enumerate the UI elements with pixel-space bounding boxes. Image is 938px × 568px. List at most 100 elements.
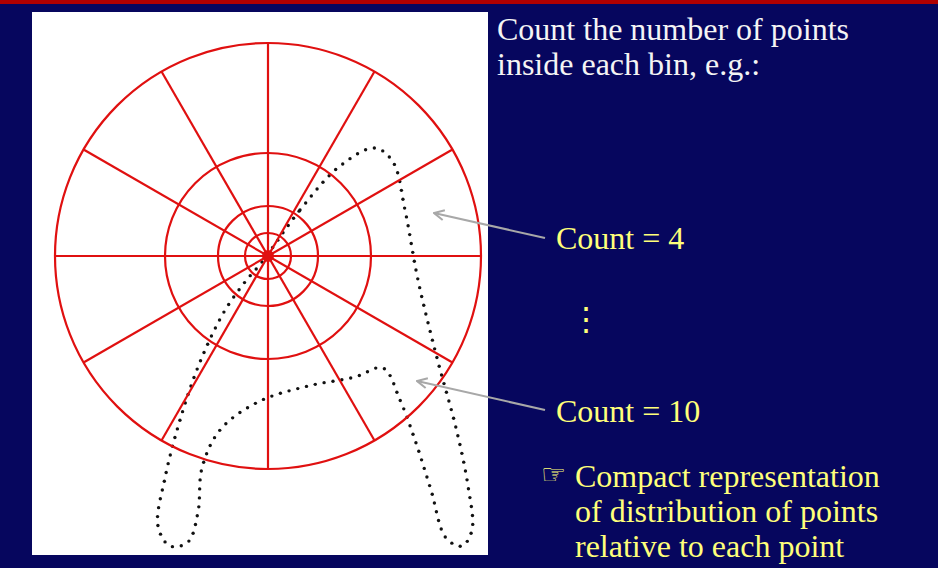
sample-point: [410, 242, 413, 245]
sample-point: [405, 215, 408, 218]
sample-point: [237, 288, 240, 291]
sample-point: [424, 312, 427, 315]
sample-point: [292, 217, 295, 220]
sample-point: [297, 209, 300, 212]
sample-point: [192, 376, 195, 379]
sample-point: [469, 532, 472, 535]
sample-point: [224, 422, 227, 425]
sample-point: [191, 532, 194, 535]
sample-point: [198, 478, 201, 481]
bin-spoke: [162, 72, 375, 441]
sample-point: [440, 527, 443, 530]
sample-point: [366, 370, 369, 373]
sample-point: [364, 148, 367, 151]
sample-point: [331, 379, 334, 382]
sample-point: [206, 343, 209, 346]
sample-point: [388, 374, 391, 377]
sample-point: [464, 469, 467, 472]
sample-point: [428, 330, 431, 333]
sample-point: [243, 281, 246, 284]
ellipsis: ⋮: [570, 302, 610, 337]
sample-point: [254, 402, 257, 405]
sample-point: [156, 524, 159, 527]
sample-point: [218, 318, 221, 321]
sample-point: [194, 523, 197, 526]
sample-point: [450, 541, 453, 544]
sample-point: [403, 206, 406, 209]
sample-point: [442, 382, 445, 385]
sample-point: [374, 366, 377, 369]
sample-point: [431, 338, 434, 341]
sample-point: [208, 444, 211, 447]
sample-point: [196, 514, 199, 517]
sample-point: [422, 304, 425, 307]
sample-point: [163, 540, 166, 543]
sample-point: [173, 436, 176, 439]
sample-point: [205, 452, 208, 455]
sample-point: [444, 535, 447, 538]
sample-point: [210, 334, 213, 337]
sample-point: [435, 510, 438, 513]
sample-point: [200, 469, 203, 472]
note-text: Compact representation of distribution o…: [575, 459, 903, 564]
sample-point: [238, 411, 241, 414]
sample-point: [411, 433, 414, 436]
sample-point: [420, 458, 423, 461]
sample-point: [197, 505, 200, 508]
sample-point: [348, 157, 351, 160]
sample-point: [373, 146, 376, 149]
sample-point: [315, 187, 318, 190]
sample-point: [227, 303, 230, 306]
sample-point: [408, 233, 411, 236]
sample-point: [437, 365, 440, 368]
sample-point: [416, 277, 419, 280]
sample-point: [413, 260, 416, 263]
count-label: Count = 4: [556, 221, 816, 256]
sample-point: [214, 326, 217, 329]
sample-point: [296, 387, 299, 390]
bullet-symbol: ☞: [541, 457, 577, 492]
sample-point: [447, 399, 450, 402]
sample-point: [249, 274, 252, 277]
sample-point: [270, 394, 273, 397]
sample-point: [414, 441, 417, 444]
sample-point: [356, 152, 359, 155]
sample-point: [414, 268, 417, 271]
sample-point: [156, 515, 159, 518]
sample-point: [246, 406, 249, 409]
sample-point: [468, 496, 471, 499]
sample-point: [471, 523, 474, 526]
reference-point: [262, 250, 274, 262]
sample-point: [176, 427, 179, 430]
sample-point: [408, 424, 411, 427]
sample-point: [222, 310, 225, 313]
sample-point: [460, 452, 463, 455]
sample-point: [305, 385, 308, 388]
sample-point: [187, 539, 190, 542]
sample-point: [417, 450, 420, 453]
sample-point: [341, 162, 344, 165]
sample-point: [164, 471, 167, 474]
sample-point: [445, 391, 448, 394]
sample-point: [213, 436, 216, 439]
sample-point: [180, 544, 183, 547]
sample-point: [279, 392, 282, 395]
sample-point: [393, 163, 396, 166]
sample-point: [428, 484, 431, 487]
sample-point: [431, 493, 434, 496]
log-polar-bins: [55, 43, 481, 469]
sample-point: [334, 168, 337, 171]
sample-point: [400, 189, 403, 192]
sample-point: [218, 429, 221, 432]
sample-point: [157, 506, 160, 509]
heading-text: Count the number of points inside each b…: [497, 12, 897, 82]
leader-arrow: [434, 213, 545, 238]
sample-point: [383, 367, 386, 370]
sample-point: [262, 398, 265, 401]
sample-point: [399, 399, 402, 402]
sample-point: [166, 462, 169, 465]
figure-panel: [32, 12, 488, 555]
